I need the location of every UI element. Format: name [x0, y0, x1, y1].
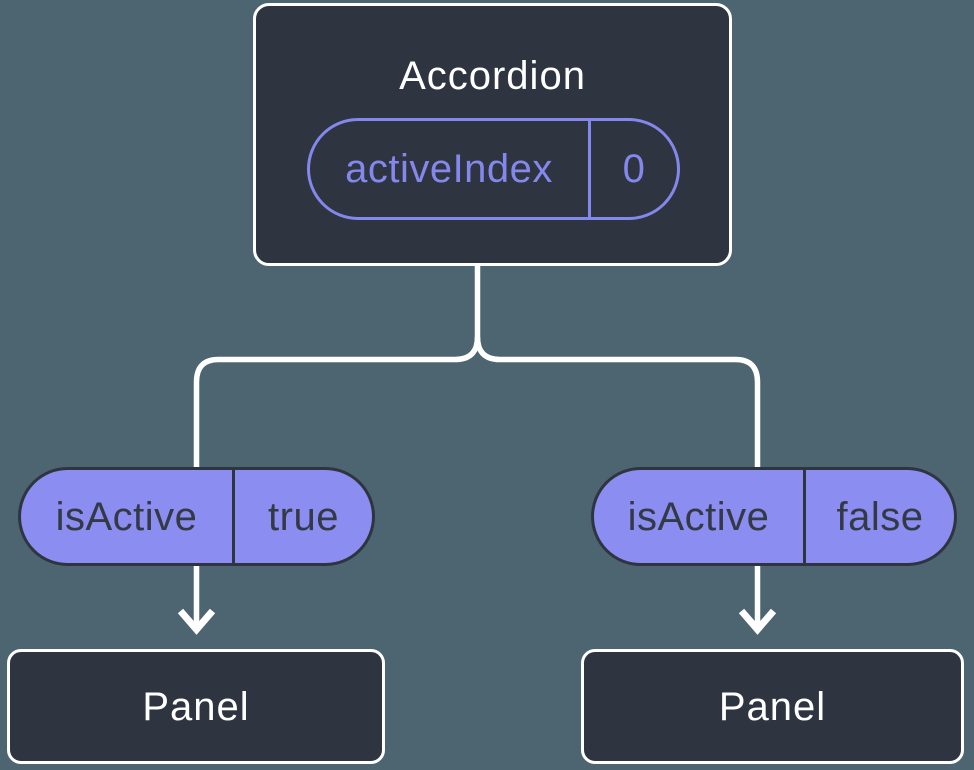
- node-panel-right: Panel: [581, 649, 964, 764]
- arrow-down-left-icon: [177, 608, 216, 635]
- prop-name: isActive: [627, 494, 770, 539]
- node-accordion: Accordion activeIndex 0: [253, 3, 732, 266]
- arrow-down-right-icon: [738, 608, 777, 635]
- prop-value: true: [232, 470, 372, 563]
- prop-pill-isactive-true: isActive true: [18, 467, 375, 566]
- connector-right-branch: [474, 336, 761, 624]
- node-panel-right-title: Panel: [718, 684, 827, 729]
- prop-pill-isactive-false: isActive false: [591, 467, 957, 566]
- state-value: 0: [588, 121, 677, 217]
- prop-name: isActive: [55, 494, 198, 539]
- prop-value: false: [803, 470, 954, 563]
- node-accordion-title: Accordion: [399, 54, 586, 98]
- node-panel-left: Panel: [7, 649, 385, 764]
- node-panel-left-title: Panel: [142, 684, 250, 729]
- state-name: activeIndex: [345, 147, 553, 191]
- connector-left-branch: [193, 264, 481, 624]
- state-pill-activeindex: activeIndex 0: [307, 118, 680, 220]
